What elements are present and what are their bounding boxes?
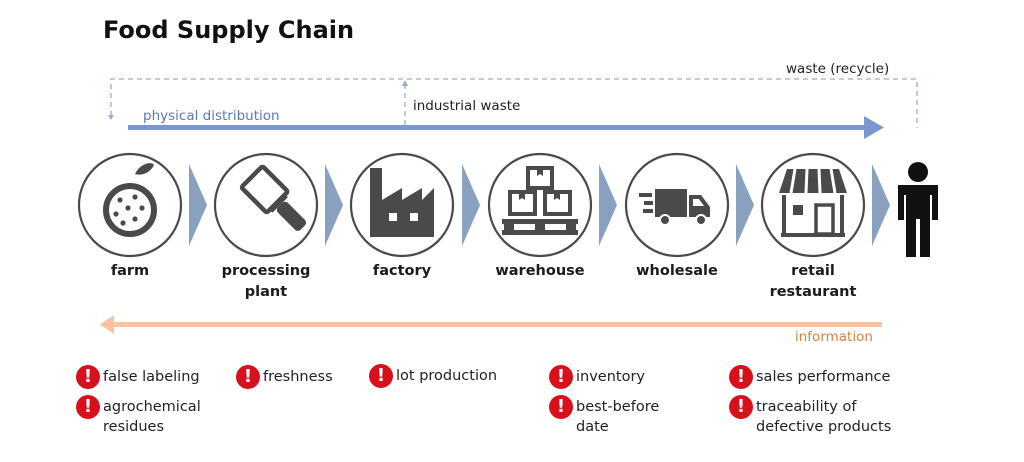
information-arrow (100, 315, 882, 334)
cleaver-icon (239, 164, 307, 231)
issue-item: ! lot production (369, 364, 498, 388)
issue-text: freshness (263, 369, 333, 385)
issue-text: sales performance (756, 369, 891, 385)
stage-label-factory: factory (372, 263, 432, 279)
physical-distribution-arrow (128, 116, 884, 139)
stage-label-warehouse: warehouse (495, 263, 585, 279)
warning-icon: ! (729, 365, 753, 389)
page-title: Food Supply Chain (103, 16, 355, 44)
storefront-icon (779, 168, 847, 237)
warning-icon: ! (236, 365, 260, 389)
flow-chevron-icon (325, 164, 343, 246)
issue-text: lot production (396, 368, 498, 384)
stage-circle-farm (77, 152, 183, 258)
flow-chevron-icon (736, 164, 754, 246)
stage-label-farm: farm (110, 263, 150, 279)
physical-distribution-label: physical distribution (143, 108, 280, 124)
issue-item: ! best-before date (549, 395, 660, 437)
stage-circle-processing-plant (213, 152, 319, 258)
warning-icon: ! (369, 364, 393, 388)
stage-label-retail-restaurant: retail restaurant (769, 263, 857, 300)
issue-item: ! freshness (236, 365, 333, 389)
recycle-dashed-line (110, 78, 918, 128)
issue-item: ! inventory (549, 365, 646, 389)
issue-text: inventory (576, 369, 646, 385)
boxes-pallet-icon (502, 166, 578, 235)
warning-icon: ! (549, 395, 573, 419)
recycle-arrowhead (108, 115, 114, 120)
issue-text: false labeling (103, 369, 200, 385)
flow-chevron-icon (872, 164, 890, 246)
issue-item: ! false labeling (76, 365, 200, 389)
industrial-waste-label: industrial waste (413, 98, 521, 114)
flow-chevron-icon (462, 164, 480, 246)
person-icon (898, 162, 938, 257)
waste-recycle-label: waste (recycle) (786, 61, 890, 77)
factory-icon (370, 168, 434, 237)
warning-icon: ! (76, 365, 100, 389)
waste-recycle-loop (110, 78, 918, 128)
industrial-waste-arrowhead (402, 80, 408, 86)
stage-label-wholesale: wholesale (636, 263, 718, 279)
stage-label-processing-plant: processing plant (221, 263, 311, 300)
warning-icon: ! (549, 365, 573, 389)
fruit-icon (103, 163, 157, 237)
issue-text: agrochemical residues (103, 399, 201, 435)
delivery-truck-icon (639, 189, 710, 226)
issue-text: best-before date (576, 399, 660, 435)
flow-chevron-icon (599, 164, 617, 246)
issue-item: ! agrochemical residues (76, 395, 201, 437)
warning-icon: ! (729, 395, 753, 419)
issue-item: ! sales performance (729, 365, 891, 389)
flow-chevron-icon (189, 164, 207, 246)
issue-item: ! traceability of defective products (729, 395, 892, 437)
issue-text: traceability of defective products (756, 399, 892, 435)
information-label: information (795, 329, 873, 345)
warning-icon: ! (76, 395, 100, 419)
